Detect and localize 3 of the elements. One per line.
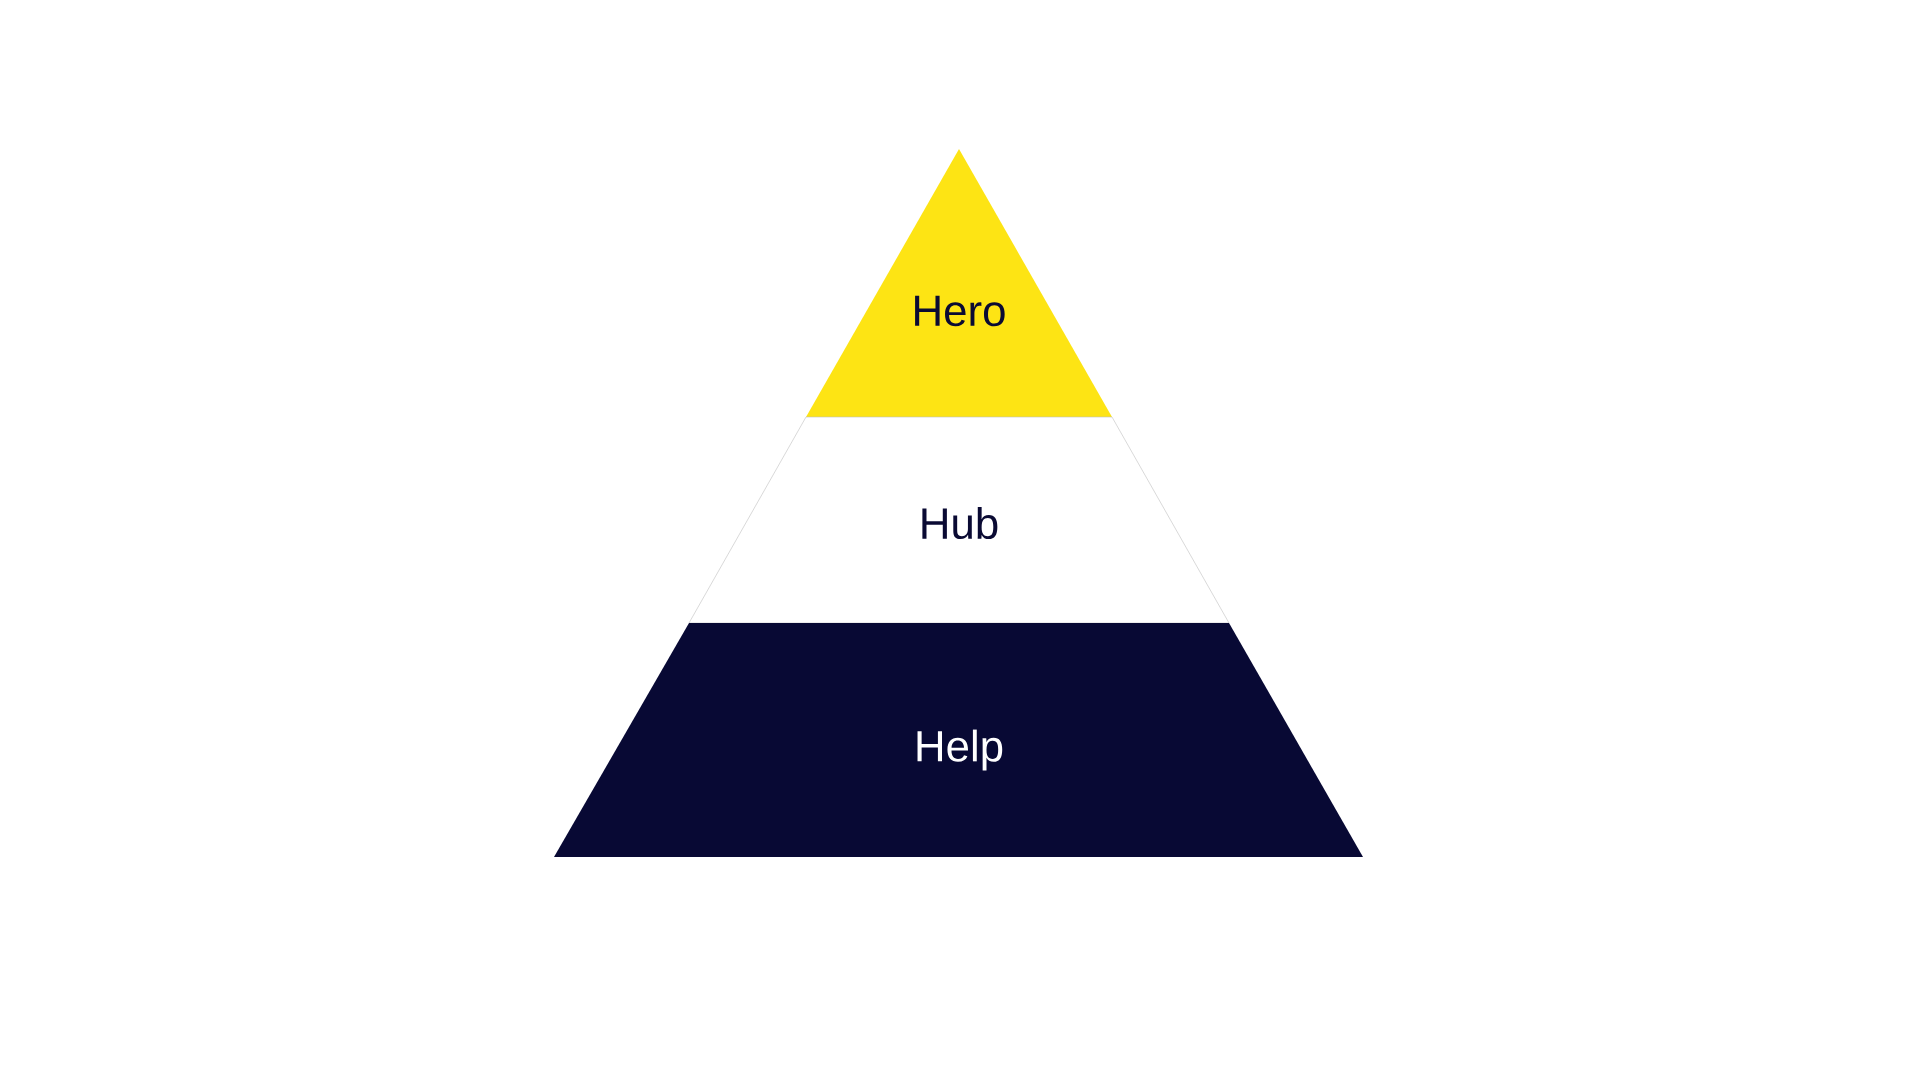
pyramid-tier: Hero (806, 149, 1112, 417)
pyramid-tier: Help (554, 623, 1363, 857)
pyramid-tier: Hub (688, 416, 1230, 624)
